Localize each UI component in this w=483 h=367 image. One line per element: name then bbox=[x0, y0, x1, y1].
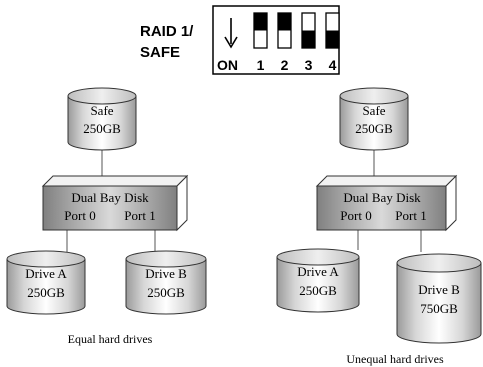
dip-switch-number: 4 bbox=[329, 57, 337, 73]
mode-label-line2: SAFE bbox=[140, 44, 180, 61]
dip-switch-1: 1 bbox=[253, 12, 268, 73]
drive-a-cylinder: Drive A 250GB bbox=[276, 248, 360, 313]
drive-a-title: Drive A bbox=[297, 264, 339, 279]
drive-b-title: Drive B bbox=[418, 282, 460, 297]
dip-switch-number: 2 bbox=[281, 57, 289, 73]
dip-switch-knob bbox=[278, 13, 291, 31]
config-equal: Safe 250GB Dual Bay Disk Port 0 Port 1 D… bbox=[6, 87, 207, 346]
drive-b-cylinder: Drive B 250GB bbox=[125, 250, 207, 315]
caption-equal: Equal hard drives bbox=[68, 332, 153, 346]
bay-port1: Port 1 bbox=[395, 208, 426, 223]
drive-b-capacity: 750GB bbox=[420, 301, 458, 316]
drive-b-cylinder: Drive B 750GB bbox=[396, 253, 482, 344]
bay-title: Dual Bay Disk bbox=[71, 190, 149, 205]
drive-a-capacity: 250GB bbox=[27, 285, 65, 300]
safe-title: Safe bbox=[90, 103, 113, 118]
caption-unequal: Unequal hard drives bbox=[346, 352, 444, 366]
safe-capacity: 250GB bbox=[355, 121, 393, 136]
mode-label-line1: RAID 1/ bbox=[140, 23, 194, 40]
bay-port1: Port 1 bbox=[124, 208, 155, 223]
dip-switch-frame bbox=[212, 5, 340, 75]
drive-a-capacity: 250GB bbox=[299, 283, 337, 298]
drive-a-title: Drive A bbox=[25, 266, 67, 281]
dip-switch-knob bbox=[302, 30, 315, 48]
bay-port0: Port 0 bbox=[64, 208, 95, 223]
dip-switch-number: 1 bbox=[257, 57, 265, 73]
down-arrow-icon bbox=[224, 18, 238, 49]
on-label: ON bbox=[217, 57, 238, 73]
dip-switch-4: 4 bbox=[325, 12, 340, 73]
dip-switch-number: 3 bbox=[305, 57, 313, 73]
safe-title: Safe bbox=[362, 103, 385, 118]
drive-b-capacity: 250GB bbox=[147, 285, 185, 300]
safe-capacity: 250GB bbox=[83, 121, 121, 136]
bay-port0: Port 0 bbox=[340, 208, 371, 223]
drive-b-title: Drive B bbox=[145, 266, 187, 281]
dip-switch-2: 2 bbox=[277, 12, 292, 73]
config-unequal: Safe 250GB Dual Bay Disk Port 0 Port 1 D… bbox=[276, 87, 482, 366]
dip-switch-knob bbox=[326, 30, 339, 48]
safe-volume-cylinder: Safe 250GB bbox=[339, 87, 409, 151]
bay-title: Dual Bay Disk bbox=[343, 190, 421, 205]
dual-bay-box: Dual Bay Disk Port 0 Port 1 bbox=[41, 174, 189, 232]
dual-bay-box: Dual Bay Disk Port 0 Port 1 bbox=[315, 174, 458, 232]
dip-switch-knob bbox=[254, 13, 267, 31]
safe-volume-cylinder: Safe 250GB bbox=[67, 87, 137, 151]
drive-a-cylinder: Drive A 250GB bbox=[6, 250, 86, 315]
dip-switch-3: 3 bbox=[301, 12, 316, 73]
